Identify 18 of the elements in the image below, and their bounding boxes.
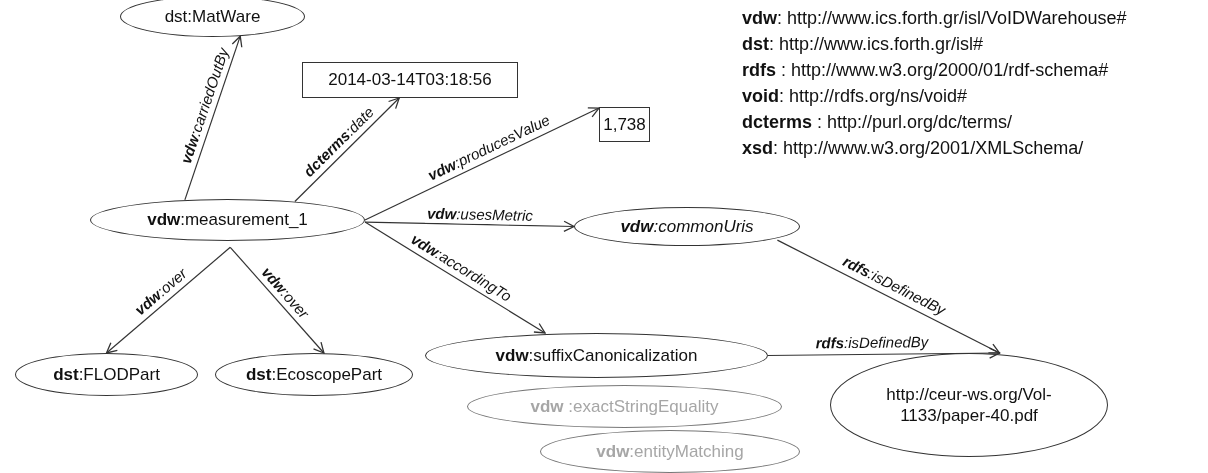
- arrow: [105, 246, 231, 354]
- arrow: [364, 221, 546, 334]
- arrow: [184, 35, 243, 201]
- namespace-prefix: rdfs : http://www.w3.org/2000/01/rdf-schema#: [742, 59, 1110, 82]
- arrow: [364, 107, 600, 221]
- namespace-prefix: xsd: http://www.w3.org/2001/XMLSchema/: [742, 137, 1085, 160]
- arrow: [776, 239, 1001, 354]
- arrow: [294, 97, 400, 203]
- arrow: [364, 220, 575, 232]
- namespace-prefix: dcterms : http://purl.org/dc/terms/: [742, 111, 1014, 134]
- edge-label: vdw:usesMetric: [425, 205, 536, 224]
- namespace-prefix: dst: http://www.ics.forth.gr/isl#: [742, 33, 985, 56]
- literal-box: 1,738: [599, 107, 650, 142]
- arrow: [229, 246, 325, 354]
- literal-box: 2014-03-14T03:18:56: [302, 62, 518, 98]
- edge-label: rdfs:isDefinedBy: [813, 334, 931, 353]
- namespace-prefix: void: http://rdfs.org/ns/void#: [742, 85, 969, 108]
- namespace-prefix: vdw: http://www.ics.forth.gr/isl/VoIDWarehouse#: [742, 7, 1127, 30]
